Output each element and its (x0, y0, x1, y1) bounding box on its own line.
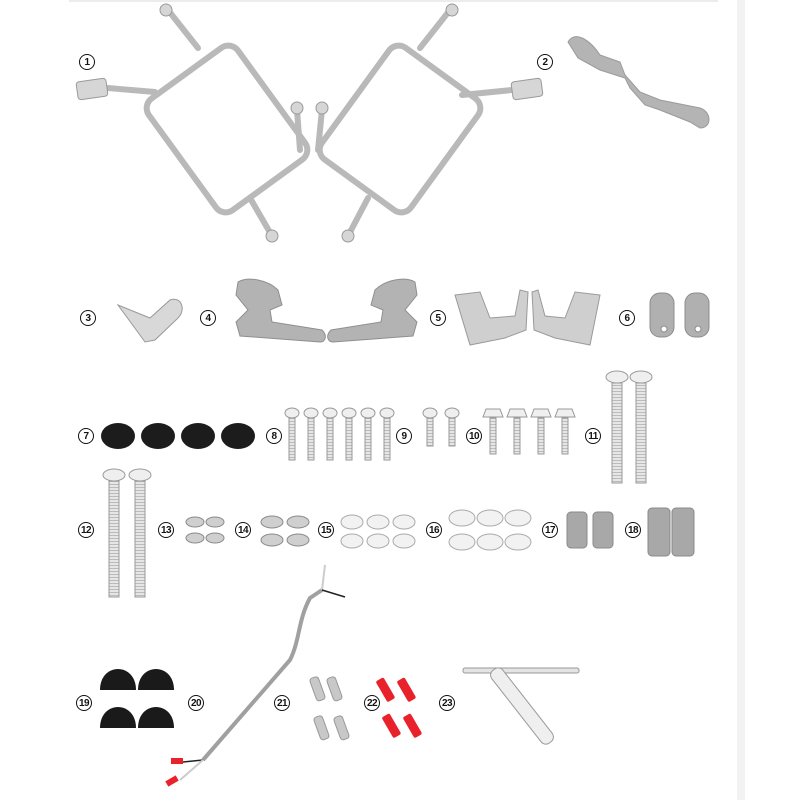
badge-3: 3 (80, 310, 96, 326)
badge-7: 7 (78, 428, 94, 444)
part-4-plates (235, 278, 418, 343)
badge-4: 4 (200, 310, 216, 326)
badge-22: 22 (364, 695, 380, 711)
badge-13: 13 (158, 522, 174, 538)
part-2-right-frame (315, 7, 515, 239)
badge-2: 2 (537, 54, 553, 70)
part-13-small-washers (185, 516, 225, 544)
part-22-red-connectors (376, 677, 422, 738)
badge-5: 5 (430, 310, 446, 326)
part-20-wiring-harness (165, 564, 346, 787)
part-1-left-frame (105, 7, 311, 239)
badge-18: 18 (625, 522, 641, 538)
part-18-long-spacers (647, 507, 695, 557)
badge-23: 23 (439, 695, 455, 711)
part-11-long-screws (605, 370, 653, 484)
part-23-t-wrench (462, 667, 580, 745)
part-8-screws (284, 407, 395, 461)
badge-17: 17 (542, 522, 558, 538)
badge-1: 1 (79, 54, 95, 70)
scroll-gutter (737, 0, 745, 800)
badge-16: 16 (426, 522, 442, 538)
badge-20: 20 (188, 695, 204, 711)
badge-21: 21 (274, 695, 290, 711)
badge-9: 9 (396, 428, 412, 444)
badge-14: 14 (235, 522, 251, 538)
top-border (69, 0, 718, 2)
part-17-short-spacers (566, 511, 614, 549)
part-15-flange-nuts (340, 514, 416, 549)
part-9-short-screws (422, 407, 460, 447)
part-5-angle-brackets (454, 289, 601, 346)
badge-11: 11 (585, 428, 601, 444)
part-7-rubber-caps (101, 423, 255, 449)
badge-19: 19 (76, 695, 92, 711)
part-14-large-washers (260, 515, 310, 547)
part-10-hex-bolts (482, 408, 576, 455)
part-19-cap-covers (100, 669, 174, 728)
badge-6: 6 (619, 310, 635, 326)
badge-8: 8 (266, 428, 282, 444)
badge-15: 15 (318, 522, 334, 538)
part-21-grey-connectors (309, 676, 350, 741)
part-3-bracket (116, 298, 183, 343)
badge-12: 12 (78, 522, 94, 538)
part-12-extra-long-screws (102, 468, 152, 598)
part-6-spacer-plates (649, 292, 710, 338)
part-16-large-flange-nuts (448, 509, 532, 551)
badge-10: 10 (466, 428, 482, 444)
